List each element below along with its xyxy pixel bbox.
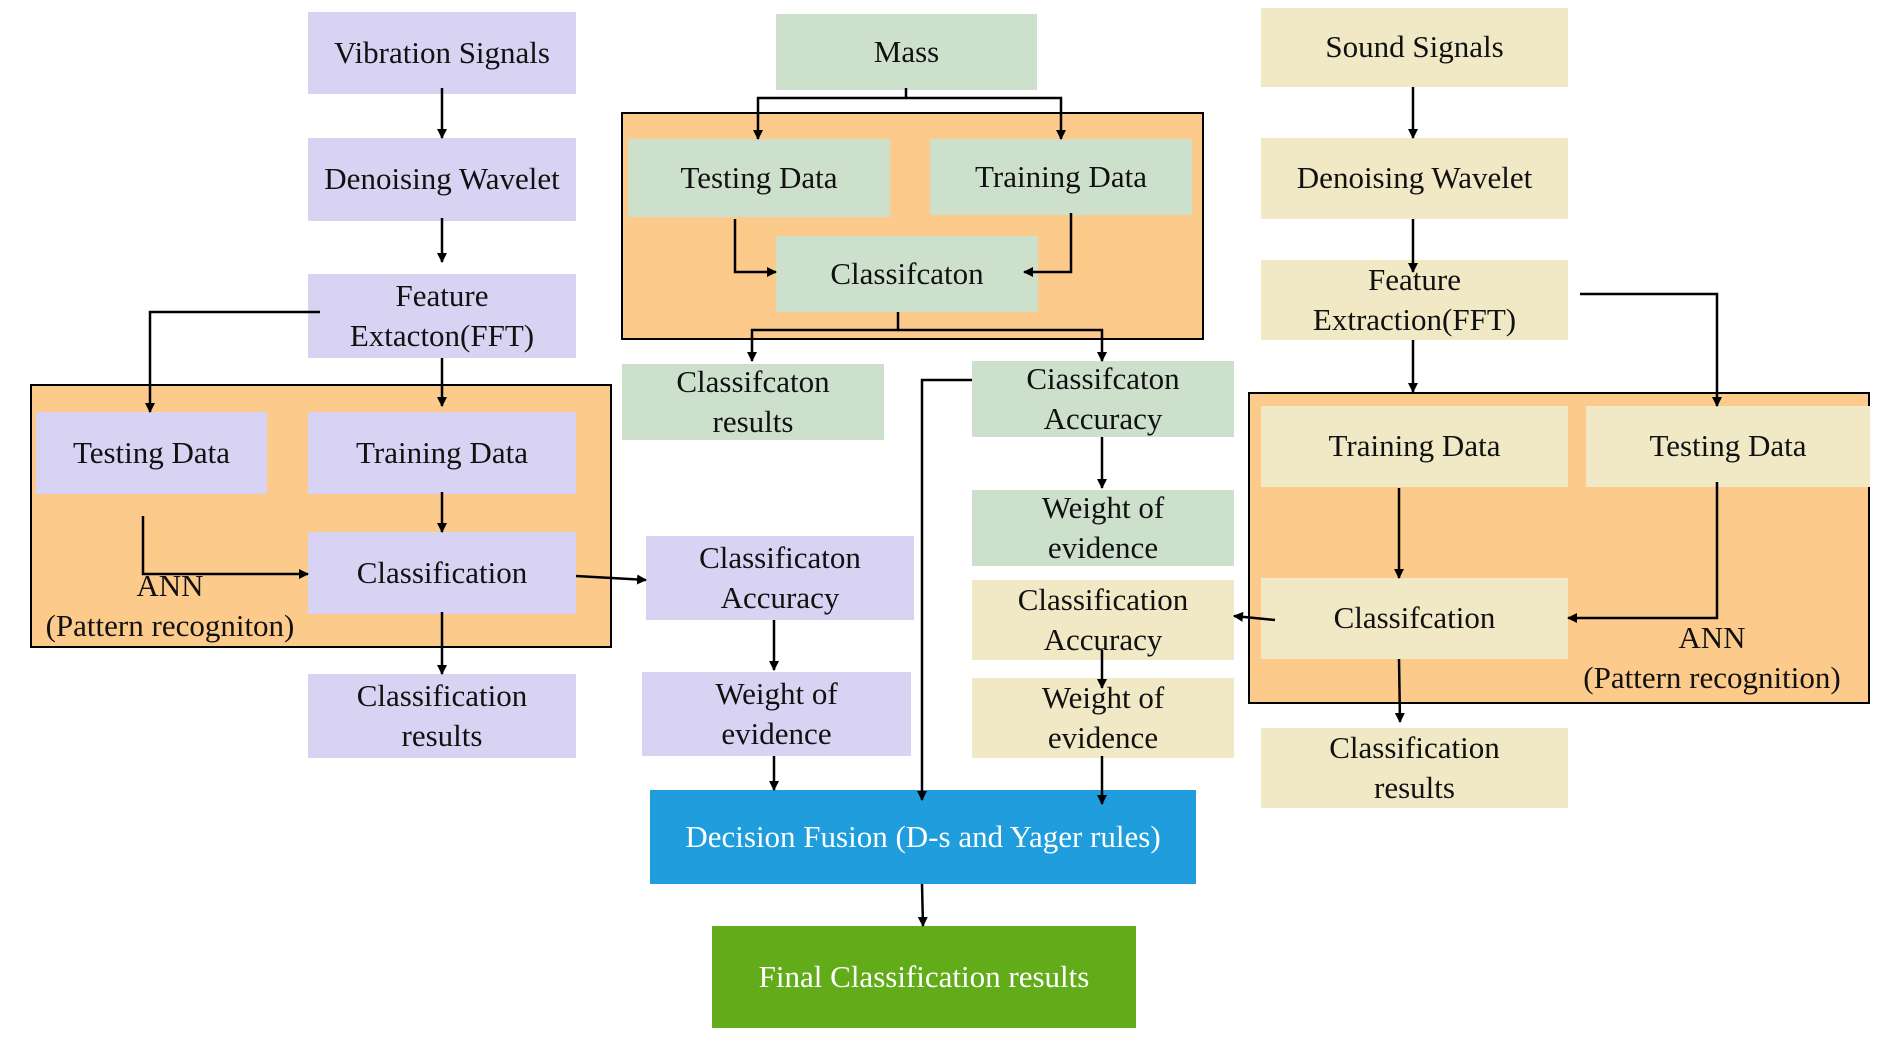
sound-weight-node: Weight of evidence <box>972 678 1234 758</box>
sound-feature-node: Feature Extraction(FFT) <box>1261 260 1568 340</box>
mass-results-node: Classifcaton results <box>622 364 884 440</box>
sound-testing-node: Testing Data <box>1586 406 1870 487</box>
mass-accuracy-node: Ciassifcaton Accuracy <box>972 361 1234 437</box>
vibration-feature-node: Feature Extacton(FFT) <box>308 274 576 358</box>
sound-signals-node: Sound Signals <box>1261 8 1568 87</box>
connector-sound-testing-classification <box>1567 482 1719 623</box>
connector-mass-classification-accuracy <box>898 328 1107 362</box>
connector-mass-classification-results <box>747 312 900 362</box>
vibration-classification-node: Classification <box>308 532 576 614</box>
decision-fusion-node: Decision Fusion (D-s and Yager rules) <box>650 790 1196 884</box>
connector-sound-classification-results <box>1394 658 1405 723</box>
connector-fusion-final <box>917 883 928 927</box>
sound-ann-label: ANN (Pattern recognition) <box>1583 620 1841 696</box>
vibration-training-node: Training Data <box>308 412 576 494</box>
vibration-results-node: Classification results <box>308 674 576 758</box>
connector-vib-feature-testing <box>145 310 320 413</box>
vibration-testing-node: Testing Data <box>36 412 267 494</box>
mass-testing-node: Testing Data <box>628 139 890 217</box>
connector-mass-training-classification <box>1023 213 1073 277</box>
connector-mass-to-training <box>906 96 1066 140</box>
connector-mass-to-testing <box>753 88 908 140</box>
sound-results-node: Classification results <box>1261 728 1568 808</box>
sound-accuracy-node: Classification Accuracy <box>972 580 1234 660</box>
connector-mass-testing-classification <box>733 219 777 277</box>
vibration-denoising-node: Denoising Wavelet <box>308 138 576 221</box>
vibration-signals-node: Vibration Signals <box>308 12 576 94</box>
connector-mass-accuracy-fusion <box>917 378 972 801</box>
vibration-weight-node: Weight of evidence <box>642 672 911 756</box>
vibration-accuracy-node: Classificaton Accuracy <box>646 536 914 620</box>
mass-weight-node: Weight of evidence <box>972 490 1234 566</box>
connector-sound-feature-testing <box>1580 292 1722 407</box>
connector-vib-testing-classification <box>141 516 309 579</box>
mass-training-node: Training Data <box>930 139 1192 215</box>
mass-classification-node: Classifcaton <box>776 236 1038 312</box>
sound-classification-node: Classifcation <box>1261 578 1568 659</box>
connector-sound-classification-accuracy <box>1233 611 1276 622</box>
mass-signals-node: Mass <box>776 14 1037 90</box>
sound-denoising-node: Denoising Wavelet <box>1261 138 1568 219</box>
sound-training-node: Training Data <box>1261 406 1568 487</box>
final-results-node: Final Classification results <box>712 926 1136 1028</box>
connector-vib-classification-accuracy <box>575 574 647 585</box>
